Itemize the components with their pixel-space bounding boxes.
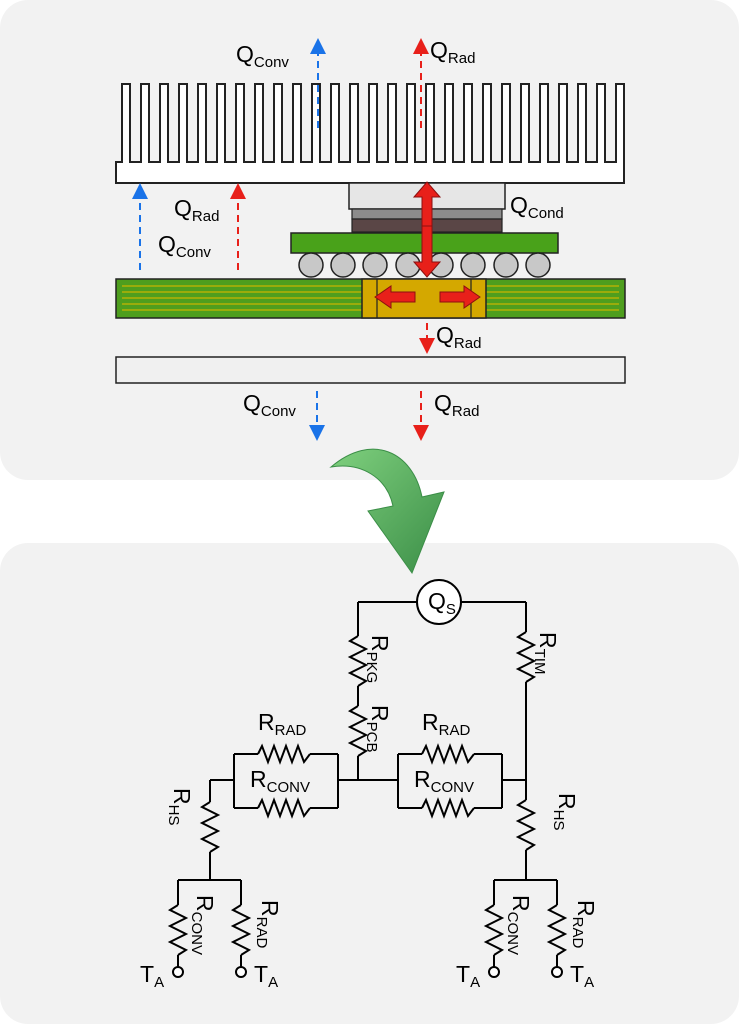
label-r-pcb: RPCB	[363, 705, 393, 752]
solder-ball	[525, 252, 551, 278]
thermal-network	[167, 579, 568, 978]
label-r-tim: RTIM	[531, 632, 561, 674]
flow-arrows	[132, 38, 435, 441]
label-r-rad-ll: RRAD	[253, 900, 283, 948]
conduction-arrow-right	[439, 285, 481, 309]
label-ta-3: TA	[456, 961, 480, 991]
ambient-terminal	[488, 966, 500, 978]
pcb	[115, 278, 626, 319]
solder-ball	[460, 252, 486, 278]
resistor-r-pcb	[347, 705, 369, 757]
label-r-conv-left: RCONV	[250, 766, 310, 796]
label-r-pkg: RPKG	[363, 635, 393, 683]
label-q-source: QS	[428, 588, 456, 618]
label-ta-4: TA	[570, 961, 594, 991]
label-r-conv-ll: RCONV	[188, 895, 218, 955]
resistor-r-hs-left	[199, 801, 221, 853]
heatsink	[115, 83, 625, 184]
label-q-rad-top: QRad	[430, 37, 475, 67]
label-q-conv-bottom: QConv	[243, 390, 296, 420]
resistor-r-conv-ll	[167, 904, 189, 956]
ambient-terminal	[551, 966, 563, 978]
solder-balls	[298, 252, 551, 278]
label-ta-1: TA	[140, 961, 164, 991]
resistor-r-hs-right	[515, 799, 537, 851]
label-r-rad-rl: RRAD	[569, 900, 599, 948]
resistor-r-rad-rl	[546, 904, 568, 956]
resistor-r-rad-ll	[230, 904, 252, 956]
label-q-rad-side: QRad	[174, 195, 219, 225]
conduction-arrow-down	[412, 225, 442, 278]
enclosure-plate	[115, 356, 626, 384]
thermal-network-panel	[0, 543, 739, 1024]
label-q-rad-mid: QRad	[436, 322, 481, 352]
label-r-conv-rl: RCONV	[504, 895, 534, 955]
ambient-terminal	[235, 966, 247, 978]
resistor-r-rad-right	[421, 743, 475, 765]
resistor-r-conv-left	[257, 797, 311, 819]
resistor-r-conv-right	[421, 797, 475, 819]
label-q-rad-bottom: QRad	[434, 390, 479, 420]
resistor-r-pkg	[347, 635, 369, 687]
label-r-hs-left: RHS	[165, 788, 195, 825]
ambient-terminal	[172, 966, 184, 978]
resistor-r-conv-rl	[483, 904, 505, 956]
solder-ball	[493, 252, 519, 278]
label-q-cond: QCond	[510, 192, 564, 222]
conduction-arrows	[374, 181, 481, 309]
label-q-conv-side: QConv	[158, 231, 211, 261]
solder-ball	[362, 252, 388, 278]
resistor-r-tim	[515, 631, 537, 683]
label-r-rad-left: RRAD	[258, 709, 306, 739]
label-ta-2: TA	[254, 961, 278, 991]
label-r-conv-right: RCONV	[414, 766, 474, 796]
label-r-rad-right: RRAD	[422, 709, 470, 739]
solder-ball	[330, 252, 356, 278]
label-q-conv-top: QConv	[236, 41, 289, 71]
transition-arrow	[329, 448, 445, 575]
solder-ball	[298, 252, 324, 278]
conduction-arrow-left	[374, 285, 416, 309]
label-r-hs-right: RHS	[550, 793, 580, 830]
resistor-r-rad-left	[257, 743, 311, 765]
